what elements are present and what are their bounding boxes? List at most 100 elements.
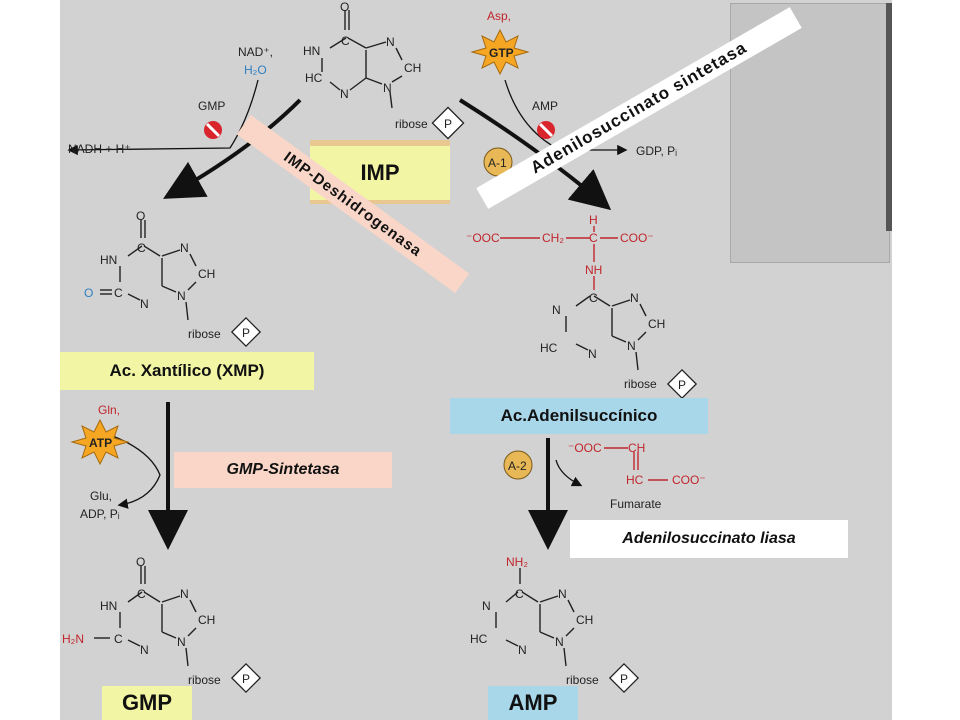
gmp-h2n: H₂N	[62, 632, 84, 646]
fum-ch: CH	[628, 441, 645, 455]
nadh-label: NADH + H⁺	[68, 142, 131, 156]
xmp-n2: N	[140, 297, 149, 311]
xmp-c: C	[137, 241, 146, 255]
imp-hc: HC	[305, 71, 323, 85]
gmp-ribose: ribose	[188, 673, 221, 687]
imp-structure	[321, 10, 403, 109]
adsucc-phosphate-icon: P	[666, 368, 698, 400]
imp-to-adenylsuccinate-arrow	[458, 98, 612, 211]
imp-ribose: ribose	[395, 117, 428, 131]
gln-glu-arrow	[109, 434, 161, 509]
gmp-ch: CH	[198, 613, 215, 627]
gmp-inhibitor-label: GMP	[198, 99, 225, 113]
glu-label: Glu,	[90, 489, 112, 503]
xmp-structure	[100, 220, 197, 321]
nadh-release-arrow	[67, 79, 259, 156]
fum-coo: COO⁻	[672, 473, 706, 487]
amp-inhibitor-label: AMP	[532, 99, 558, 113]
adenylsuccinate-label: Ac.Adenilsuccínico	[450, 398, 708, 434]
adsucc-n1: N	[552, 303, 561, 317]
gtp-star-icon: GTP	[470, 28, 530, 76]
adsucc-ch: CH	[648, 317, 665, 331]
adsucc-coo: COO⁻	[620, 231, 654, 245]
gmp-n3: N	[177, 635, 186, 649]
gmp-n1: N	[180, 587, 189, 601]
amp-hc: HC	[470, 632, 488, 646]
xmp-n3: N	[177, 289, 186, 303]
imp-phosphate-icon: P	[431, 106, 465, 140]
adenylsuccinate-structure	[500, 226, 618, 290]
amp-label: AMP	[488, 686, 578, 720]
adsucc-c1: C	[589, 291, 598, 305]
adsucc-ribose: ribose	[624, 377, 657, 391]
amp-c: C	[515, 587, 524, 601]
gmp-phosphate-icon: P	[230, 662, 262, 694]
gmp-synthetase-label: GMP-Sintetasa	[174, 452, 392, 488]
a1-enzyme-icon: A-1	[483, 147, 513, 177]
amp-ch: CH	[576, 613, 593, 627]
adsucc-ooc: ⁻OOC	[466, 231, 500, 245]
adenylosuccinate-lyase-label: Adenilosuccinato liasa	[570, 520, 848, 558]
gmp-hn: HN	[100, 599, 117, 613]
svg-text:ATP: ATP	[89, 436, 112, 450]
adsucc-n4: N	[627, 339, 636, 353]
amp-n1: N	[482, 599, 491, 613]
gln-label: Gln,	[98, 403, 120, 417]
fum-hc: HC	[626, 473, 644, 487]
xmp-n1: N	[180, 241, 189, 255]
svg-text:A-2: A-2	[508, 459, 527, 473]
gmp-o: O	[136, 555, 145, 569]
xmp-o2: O	[84, 286, 93, 300]
atp-star-icon: ATP	[70, 418, 130, 466]
gmp-inhibition-icon	[204, 121, 222, 139]
amp-inhibition-icon	[537, 121, 555, 139]
svg-text:P: P	[444, 117, 452, 131]
adsucc-hc: HC	[540, 341, 558, 355]
amp-ribose: ribose	[566, 673, 599, 687]
adp-label: ADP, Pᵢ	[80, 507, 120, 521]
imp-ch: CH	[404, 61, 421, 75]
xmp-ch: CH	[198, 267, 215, 281]
imp-c: C	[341, 34, 350, 48]
gmp-label: GMP	[102, 686, 192, 720]
adsucc-h: H	[589, 213, 598, 227]
imp-n3: N	[383, 81, 392, 95]
xmp-ribose: ribose	[188, 327, 221, 341]
imp-to-xmp-arrow	[163, 98, 302, 199]
adsucc-nh: NH	[585, 263, 602, 277]
nad-label: NAD⁺,	[238, 45, 273, 59]
gmp-c: C	[137, 587, 146, 601]
xmp-o: O	[136, 209, 145, 223]
xmp-c2: C	[114, 286, 123, 300]
h2o-label: H₂O	[244, 63, 267, 77]
svg-text:P: P	[620, 672, 628, 686]
adsucc-ch2: CH₂	[542, 231, 564, 245]
asp-label: Asp,	[487, 9, 511, 23]
gdp-label: GDP, Pᵢ	[636, 144, 677, 158]
gmp-n2: N	[140, 643, 149, 657]
fum-ooc: ⁻OOC	[568, 441, 602, 455]
svg-text:P: P	[678, 378, 686, 392]
amp-n2: N	[558, 587, 567, 601]
imp-o: O	[340, 0, 349, 14]
xmp-phosphate-icon: P	[230, 316, 262, 348]
fumarate-release-arrow	[555, 459, 583, 487]
adsucc-n3: N	[588, 347, 597, 361]
amp-structure	[495, 568, 575, 667]
fumarate-structure	[604, 447, 668, 481]
svg-text:P: P	[242, 672, 250, 686]
amp-nh2: NH₂	[506, 555, 528, 569]
adsucc-n2: N	[630, 291, 639, 305]
xmp-hn: HN	[100, 253, 117, 267]
imp-n1: N	[386, 35, 395, 49]
imp-hn: HN	[303, 44, 320, 58]
imp-n2: N	[340, 87, 349, 101]
gmp-c2: C	[114, 632, 123, 646]
adenine-ring-1	[565, 295, 647, 371]
fumarate-label: Fumarate	[610, 497, 662, 511]
a2-enzyme-icon: A-2	[503, 450, 533, 480]
svg-text:A-1: A-1	[488, 156, 507, 170]
svg-text:P: P	[242, 326, 250, 340]
xmp-label: Ac. Xantílico (XMP)	[60, 352, 314, 390]
